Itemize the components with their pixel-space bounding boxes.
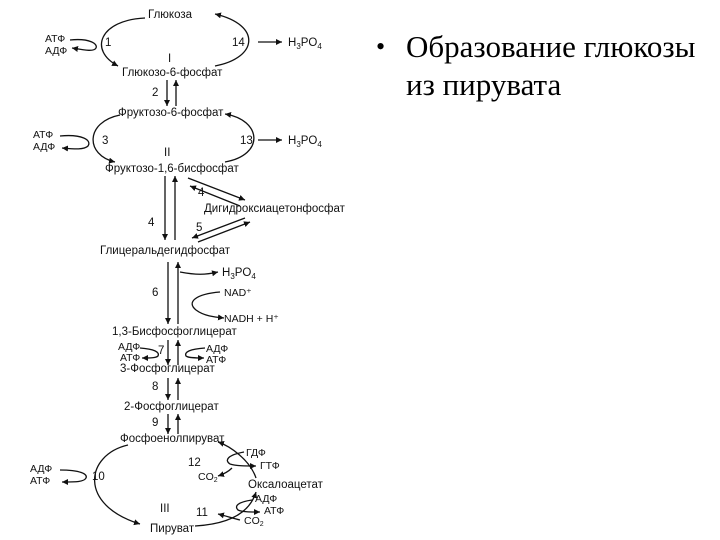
cycle-ii-left-arc <box>92 114 121 164</box>
atp-label-10: АТФ <box>30 475 50 487</box>
glucose-6-phosphate-label: Глюкозо-6-фосфат <box>122 67 223 79</box>
adp-label-1: АДФ <box>45 45 67 57</box>
adp-label-11: АДФ <box>255 493 277 505</box>
step-number-14: 14 <box>232 37 245 49</box>
atp-label-1: АТФ <box>45 33 65 45</box>
step-number-4b: 4 <box>148 217 155 229</box>
dhap-label: Дигидроксиацетонфосфат <box>204 203 346 215</box>
adp-label-7-left: АДФ <box>118 341 140 353</box>
step-number-5: 5 <box>196 222 202 234</box>
atp-label-11: АТФ <box>264 505 284 517</box>
reaction-roman-i: I <box>168 53 171 65</box>
nadh-label: NADH + H⁺ <box>224 313 279 325</box>
cycle-iii-left-arc <box>94 444 141 526</box>
3-phosphoglycerate-label: 3-Фосфоглицерат <box>120 363 215 375</box>
bullet-marker: • <box>376 32 386 61</box>
reaction-roman-iii: III <box>160 503 170 515</box>
gtp-label-12: ГТФ <box>260 460 280 472</box>
reaction-roman-ii: II <box>164 147 170 159</box>
cycle-i-left-arc <box>100 17 146 67</box>
atp-label-7-left: АТФ <box>120 352 140 364</box>
step-number-10: 10 <box>92 471 105 483</box>
step-number-2: 2 <box>152 87 158 99</box>
oxaloacetate-label: Оксалоацетат <box>248 479 324 491</box>
atp-label-7-right: АТФ <box>206 354 226 366</box>
co2-label-11: CO2 <box>244 515 264 528</box>
co2-11-arrow <box>217 512 241 521</box>
step-number-6: 6 <box>152 287 158 299</box>
cycle-i-right-arc <box>214 12 250 67</box>
step-number-13: 13 <box>240 135 253 147</box>
h3po4-6-arrow <box>179 270 219 277</box>
slide-bullet-text-block: • Образование глюкозы из пирувата <box>376 28 706 104</box>
dhap-gap-arrow-in <box>191 217 246 239</box>
adp-label-3: АДФ <box>33 141 55 153</box>
pyruvate-label: Пируват <box>150 523 195 535</box>
phosphoenolpyruvate-label: Фосфоенолпируват <box>120 433 225 445</box>
adp-label-10: АДФ <box>30 463 52 475</box>
atp-adp-3-arrow <box>59 134 90 152</box>
step-number-11: 11 <box>196 507 208 519</box>
atp-adp-1-arrow <box>69 38 97 52</box>
co2-label-12: CO2 <box>198 471 218 484</box>
gdp-label-12: ГДФ <box>246 447 266 459</box>
co2-12-arrow <box>217 467 233 477</box>
adp-atp-7-left-arrow <box>139 347 160 361</box>
dhap-gap-arrow-out <box>197 221 251 243</box>
fructose-1-6-bisphosphate-label: Фруктозо-1,6-бисфосфат <box>105 163 239 175</box>
glucose-label: Глюкоза <box>148 9 193 21</box>
glyceraldehyde-phosphate-label: Глицеральдегидфосфат <box>100 245 231 257</box>
step-number-3: 3 <box>102 135 108 147</box>
step-number-7: 7 <box>158 345 164 357</box>
dhap-arrow-in <box>187 177 246 201</box>
fructose-6-phosphate-label: Фруктозо-6-фосфат <box>118 107 224 119</box>
nad-label: NAD⁺ <box>224 287 252 299</box>
h3po4-label-14: H3PO4 <box>288 37 322 51</box>
step-number-9: 9 <box>152 417 158 429</box>
bisphosphoglycerate-label: 1,3-Бисфосфоглицерат <box>112 326 237 338</box>
step-number-12: 12 <box>188 457 201 469</box>
2-phosphoglycerate-label: 2-Фосфоглицерат <box>124 401 219 413</box>
step-number-1: 1 <box>105 37 111 49</box>
nad-nadh-6-arrow <box>191 291 225 321</box>
cycle-ii-right-arc <box>224 112 255 163</box>
adp-atp-7-right-arrow <box>184 347 206 361</box>
gdp-gtp-12-arrow <box>226 451 257 469</box>
oaa-to-pep-arc <box>217 441 257 479</box>
adp-atp-11-arrow <box>235 499 261 515</box>
step-number-8: 8 <box>152 381 158 393</box>
pyruvate-to-oaa-arc <box>194 491 258 527</box>
adp-label-7-right: АДФ <box>206 343 228 355</box>
h3po4-label-13: H3PO4 <box>288 135 322 149</box>
atp-label-3: АТФ <box>33 129 53 141</box>
adp-atp-10-arrow <box>59 469 87 485</box>
slide-heading-text: Образование глюкозы из пирувата <box>406 29 696 102</box>
dhap-arrow-out <box>189 185 241 207</box>
h3po4-label-6: H3PO4 <box>222 267 256 281</box>
step-number-4a: 4 <box>198 187 205 199</box>
